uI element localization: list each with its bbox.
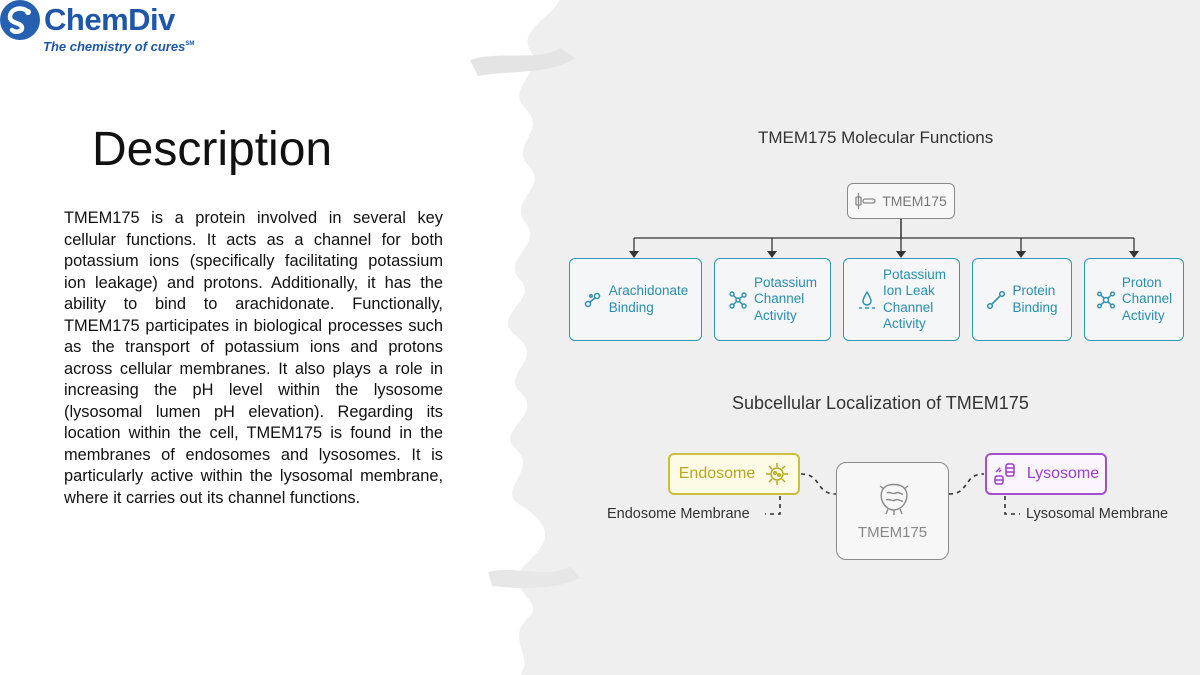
function-label: Arachidonate Binding: [608, 283, 689, 315]
network-icon: [729, 290, 747, 309]
proton-network-icon: [1096, 291, 1115, 308]
function-node-potassium-channel-activity: Potassium Channel Activity: [714, 258, 831, 341]
logo-wordmark: ChemDiv: [44, 2, 175, 37]
function-label: Proton Channel Activity: [1121, 274, 1173, 323]
lysosome-icon: [994, 463, 1015, 485]
center-node-tmem175: TMEM175: [836, 462, 949, 560]
root-node-label: TMEM175: [882, 193, 947, 209]
function-node-protein-binding: Protein Binding: [972, 258, 1072, 341]
endosome-membrane-label: Endosome Membrane: [607, 506, 750, 522]
function-node-proton-channel-activity: Proton Channel Activity: [1084, 258, 1184, 341]
function-label: Protein Binding: [1012, 283, 1058, 315]
location-label-endosome: Endosome: [678, 465, 756, 482]
tree-arrowheads: [629, 251, 1139, 258]
location-node-lysosome: Lysosome: [985, 453, 1107, 495]
logo-mark-icon: [0, 0, 40, 40]
function-label: Potassium Channel Activity: [753, 274, 818, 323]
brush-streak: [488, 566, 580, 589]
function-node-potassium-ion-leak-channel-activity: Potassium Ion Leak Channel Activity: [843, 258, 960, 341]
tree-connectors: [633, 219, 1135, 252]
location-label-lysosome: Lysosome: [1026, 465, 1100, 482]
localization-diagram-title: Subcellular Localization of TMEM175: [732, 393, 1029, 413]
lysosomal-membrane-label: Lysosomal Membrane: [1026, 506, 1169, 522]
functions-diagram-title: TMEM175 Molecular Functions: [758, 128, 994, 147]
binding-link-icon: [987, 290, 1006, 309]
protein-icon: [855, 193, 876, 209]
logo-tagline: The chemistry of curesSM: [43, 39, 195, 54]
description-text: TMEM175 is a protein involved in several…: [64, 209, 443, 507]
root-node-tmem175: TMEM175: [847, 183, 955, 219]
center-node-label: TMEM175: [857, 524, 928, 541]
endosome-icon: [766, 463, 789, 485]
location-node-endosome: Endosome: [668, 453, 800, 495]
leak-drop-icon: [858, 290, 875, 309]
cell-icon: [879, 483, 909, 515]
function-node-arachidonate-binding: Arachidonate Binding: [569, 258, 702, 341]
function-label: Potassium Ion Leak Channel Activity: [882, 266, 947, 332]
molecule-link-icon: [584, 292, 600, 307]
chemdiv-logo: ChemDiv The chemistry of curesSM: [0, 0, 220, 60]
brush-streak: [470, 48, 575, 76]
localization-connectors: [765, 473, 1020, 515]
slide-title: Description: [92, 123, 333, 176]
